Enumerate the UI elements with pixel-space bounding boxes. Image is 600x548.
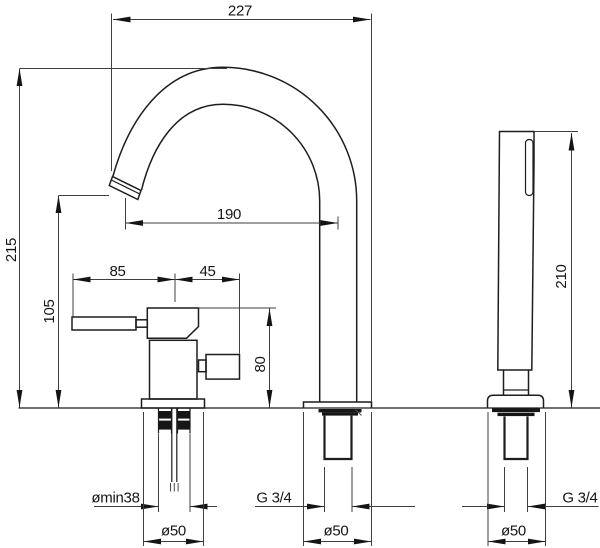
arrowhead <box>113 16 131 23</box>
spout-locknut <box>322 412 358 416</box>
spout-inner-curve <box>140 103 321 402</box>
arrowhead <box>186 538 204 545</box>
mixer-unit <box>71 307 241 492</box>
stud-right-nut <box>177 411 190 419</box>
handshower-underdeck-fittings <box>492 408 540 461</box>
dim-shower-hole: ø50 <box>487 412 546 546</box>
dim-mixer-hole: ø50 <box>143 412 204 546</box>
arrowhead <box>320 220 338 226</box>
spout-locknut-chamfer <box>355 409 362 416</box>
arrowhead <box>353 16 371 23</box>
spout-underdeck-fittings <box>318 409 362 461</box>
spout-outer-curve <box>112 66 358 402</box>
dim-label-mixer-hole: ø50 <box>161 523 186 540</box>
arrowhead <box>73 276 91 283</box>
dim-body-height: 80 <box>198 307 276 408</box>
handshower-unit <box>486 130 545 461</box>
mixer-handle-hub <box>135 319 149 328</box>
arrowhead <box>16 68 23 86</box>
arrowhead <box>175 276 193 283</box>
dim-label-shower-hole: ø50 <box>501 523 526 540</box>
diverter-knob-neck <box>197 359 207 373</box>
spout-threaded-shank <box>323 415 353 461</box>
arrowhead <box>266 390 273 408</box>
mixer-base-flange <box>140 398 206 409</box>
spout-locknut <box>318 409 362 413</box>
dim-handle-offset: 45 <box>175 263 240 354</box>
dim-label-body-height: 80 <box>252 356 269 372</box>
mixer-cartridge-housing <box>146 307 200 340</box>
dim-label-outlet-height: 105 <box>41 299 58 323</box>
dim-label-spout-reach: 190 <box>217 206 241 223</box>
stud-left-nut <box>158 411 172 419</box>
arrowhead <box>352 503 370 510</box>
dim-label-spout-projection: 227 <box>228 3 252 20</box>
stud-right-nut <box>177 420 190 430</box>
arrowhead <box>55 195 62 213</box>
arrowhead <box>125 220 143 226</box>
stud-left-nut <box>158 420 172 430</box>
dim-spout-projection: 227 <box>111 3 372 402</box>
arrowhead <box>568 390 575 408</box>
handshower-handle <box>497 130 535 371</box>
arrowhead <box>303 538 321 545</box>
arrowhead <box>568 133 575 151</box>
arrowhead <box>55 390 62 408</box>
arrowhead <box>141 503 159 510</box>
mixer-body <box>148 339 198 400</box>
arrowhead <box>354 538 372 545</box>
arrowhead <box>266 308 273 326</box>
arrowhead <box>143 538 161 545</box>
arrowhead <box>488 538 506 545</box>
arrowhead <box>190 503 208 510</box>
arrowhead <box>157 276 175 283</box>
spout-aerator-edge <box>111 179 141 195</box>
dim-outlet-height: 105 <box>41 195 109 408</box>
dim-handle-length: 85 <box>72 263 176 317</box>
handshower-locknut <box>497 412 535 417</box>
dim-shower-height: 210 <box>534 131 578 408</box>
spout-base-flange <box>302 401 373 408</box>
dim-spout-reach: 190 <box>125 198 339 230</box>
dim-label-shower-thread: G 3/4 <box>562 490 597 507</box>
handshower-base-flange <box>486 394 545 408</box>
dim-label-min-hole: ømin38 <box>91 490 139 507</box>
dim-spout-thread: G 3/4 <box>255 467 415 512</box>
arrowhead <box>307 503 325 510</box>
handshower-spray-slot <box>524 138 534 197</box>
arrowhead <box>16 390 23 408</box>
dim-shower-thread: G 3/4 <box>462 467 599 512</box>
arrowhead <box>528 538 546 545</box>
dim-total-height: 215 <box>3 68 227 408</box>
dim-label-shower-height: 210 <box>553 264 570 288</box>
arrowhead <box>222 276 240 283</box>
handshower-locknut <box>492 408 540 413</box>
arrowhead <box>527 503 545 510</box>
dim-spout-hole: ø50 <box>303 412 372 546</box>
dim-label-total-height: 215 <box>3 238 20 262</box>
diverter-knob <box>205 353 241 380</box>
dim-min-hole: ømin38 <box>91 434 217 512</box>
spout-aerator-cap <box>108 175 142 201</box>
dim-label-spout-hole: ø50 <box>324 523 349 540</box>
mixer-handle-lever <box>71 316 137 331</box>
dim-label-handle-offset: 45 <box>199 263 215 280</box>
dim-label-handle-length: 85 <box>109 263 125 280</box>
dim-label-spout-thread: G 3/4 <box>256 490 291 507</box>
mixer-underdeck-fittings <box>157 408 191 492</box>
arrowhead <box>487 503 505 510</box>
spout-unit <box>108 66 373 461</box>
handshower-threaded-shank <box>503 416 529 461</box>
